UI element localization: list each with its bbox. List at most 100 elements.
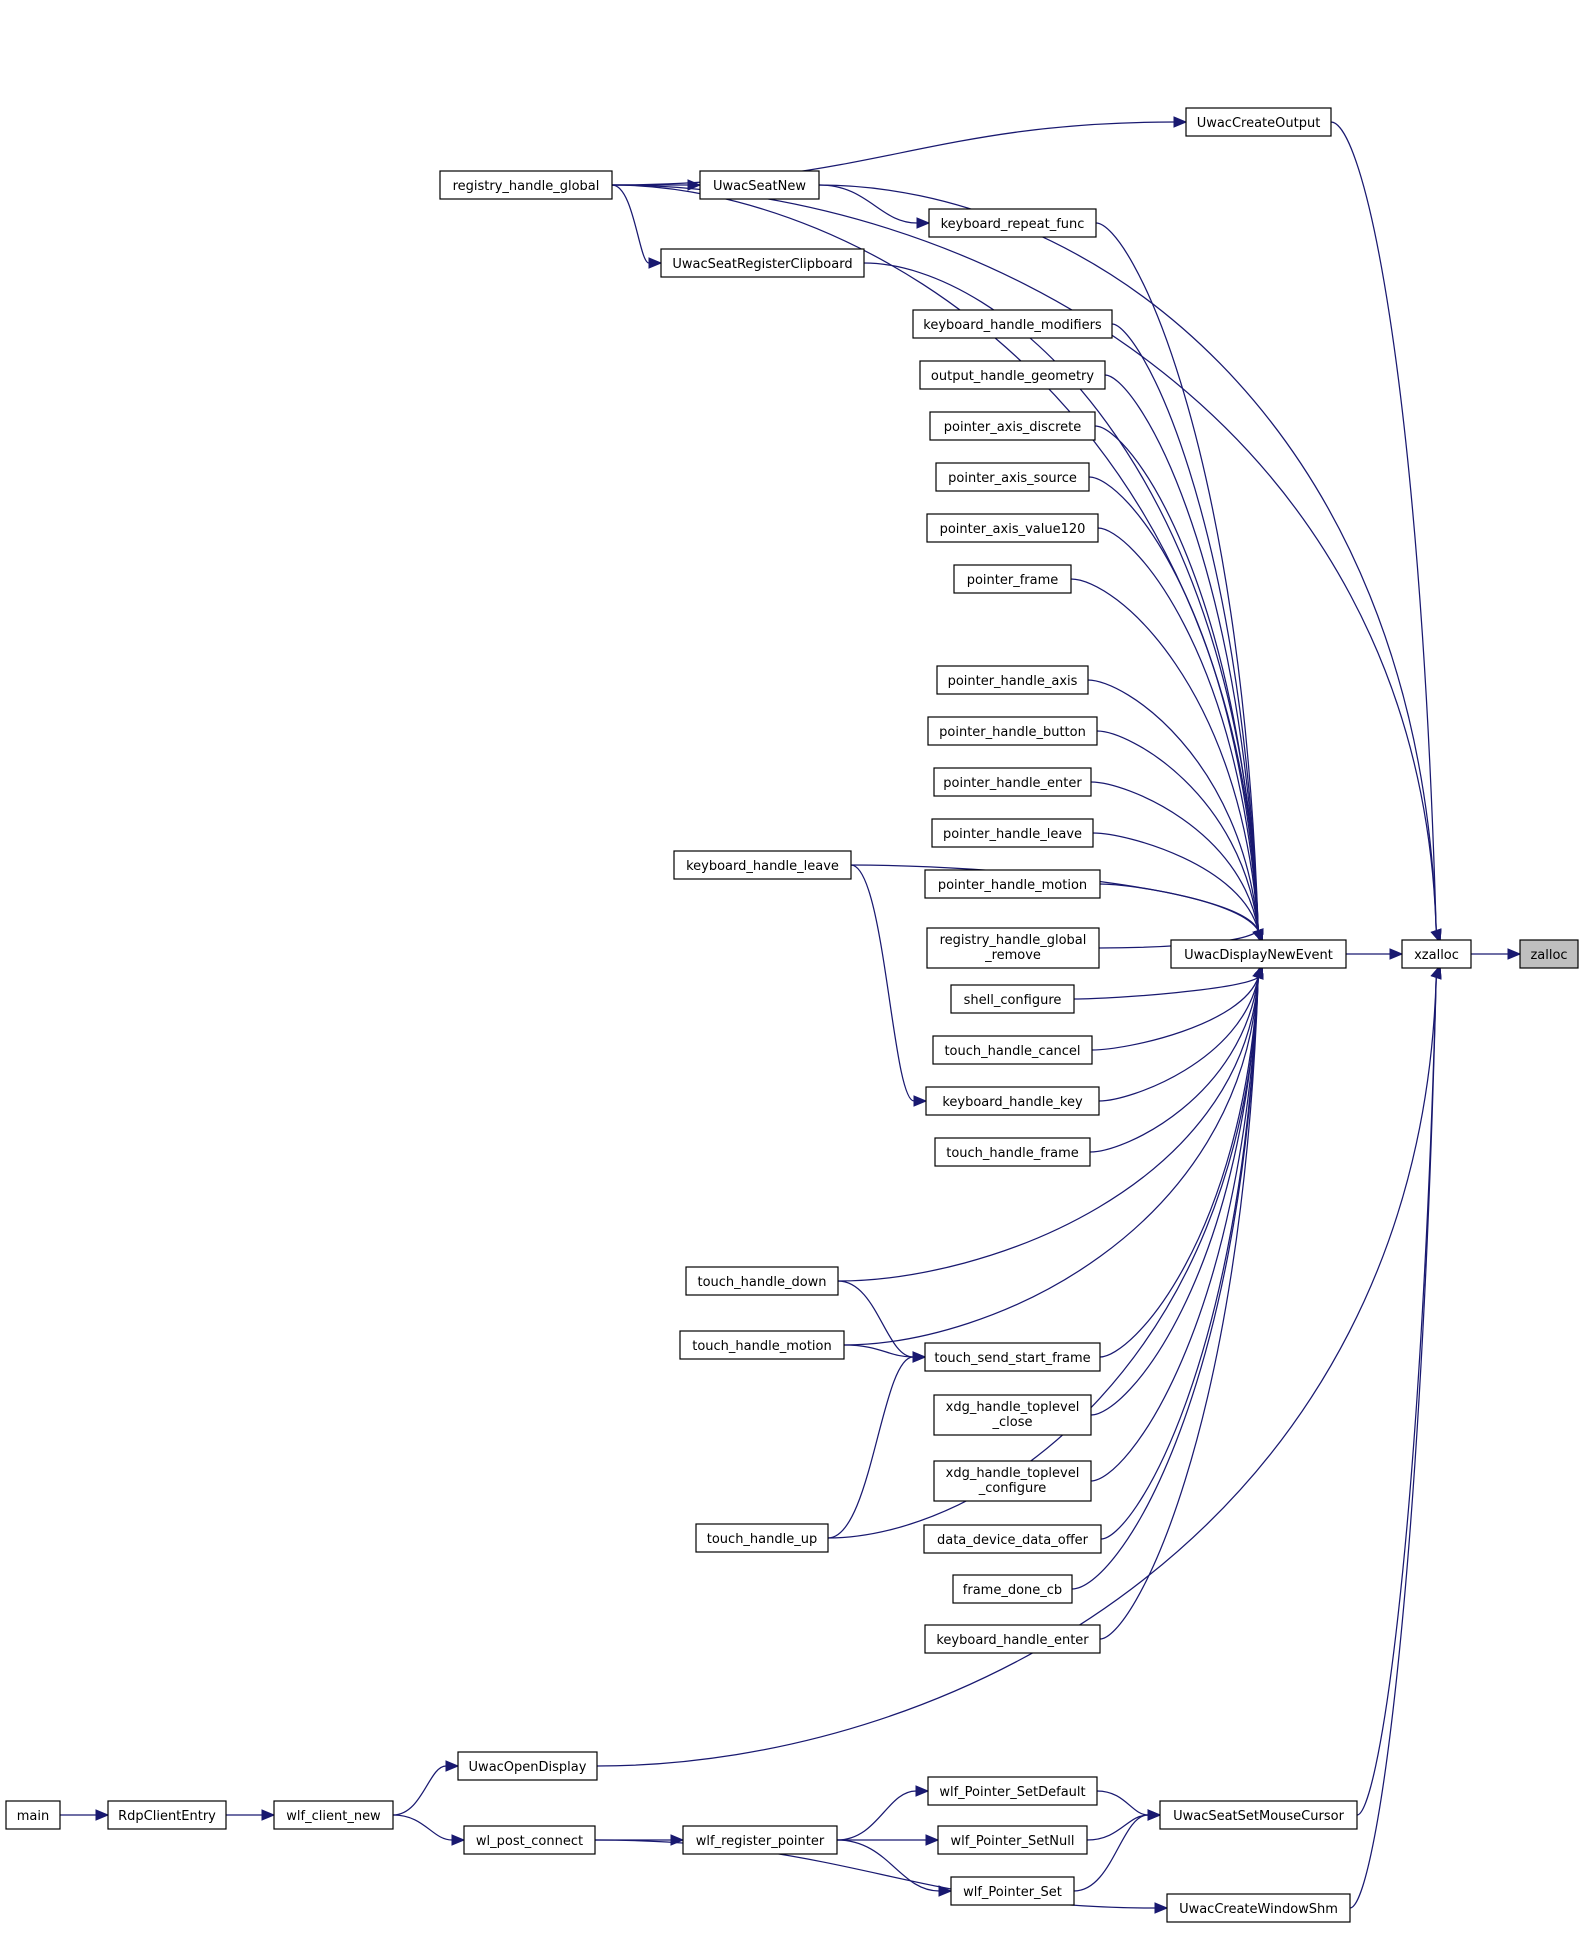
node-box bbox=[952, 1574, 1073, 1604]
function-node-wlf-client-new[interactable]: wlf_client_new bbox=[273, 1800, 394, 1830]
function-node-touch-handle-cancel[interactable]: touch_handle_cancel bbox=[932, 1035, 1093, 1065]
function-node-xzalloc[interactable]: xzalloc bbox=[1401, 939, 1472, 969]
call-edge bbox=[1356, 977, 1437, 1816]
function-node-touch-handle-up[interactable]: touch_handle_up bbox=[695, 1523, 829, 1553]
function-node-touch-handle-down[interactable]: touch_handle_down bbox=[685, 1266, 839, 1296]
node-box bbox=[660, 248, 865, 278]
function-node-wlf-pointer-set[interactable]: wlf_Pointer_Set bbox=[950, 1876, 1075, 1906]
node-box bbox=[924, 1342, 1101, 1372]
function-node-pointer-handle-leave[interactable]: pointer_handle_leave bbox=[931, 818, 1094, 848]
function-node-uwacseatregisterclipboard[interactable]: UwacSeatRegisterClipboard bbox=[660, 248, 865, 278]
node-label: touch_handle_motion bbox=[692, 1339, 832, 1354]
arrowhead bbox=[938, 1885, 953, 1897]
function-node-registry-handle-global[interactable]: registry_handle_global bbox=[439, 170, 613, 200]
call-nodes: zallocxzallocUwacDisplayNewEventUwacCrea… bbox=[5, 107, 1579, 1923]
function-node-pointer-handle-motion[interactable]: pointer_handle_motion bbox=[924, 869, 1101, 899]
function-node-registry-handle-global-remove[interactable]: registry_handle_global_remove bbox=[926, 927, 1100, 969]
function-node-uwacseatnew[interactable]: UwacSeatNew bbox=[699, 170, 820, 200]
node-label: UwacCreateOutput bbox=[1197, 116, 1321, 131]
call-edge bbox=[818, 184, 918, 224]
node-label: data_device_data_offer bbox=[937, 1533, 1089, 1548]
function-node-frame-done-cb[interactable]: frame_done_cb bbox=[952, 1574, 1073, 1604]
node-label: keyboard_repeat_func bbox=[941, 217, 1085, 232]
node-box bbox=[107, 1800, 227, 1830]
function-node-keyboard-handle-leave[interactable]: keyboard_handle_leave bbox=[673, 850, 852, 880]
arrowhead bbox=[1154, 1902, 1169, 1914]
function-node-output-handle-geometry[interactable]: output_handle_geometry bbox=[919, 360, 1106, 390]
arrowhead bbox=[1252, 928, 1264, 944]
call-edge bbox=[611, 121, 1175, 186]
function-node-pointer-handle-enter[interactable]: pointer_handle_enter bbox=[933, 767, 1092, 797]
function-node-touch-send-start-frame[interactable]: touch_send_start_frame bbox=[924, 1342, 1101, 1372]
function-node-xdg-handle-toplevel-close[interactable]: xdg_handle_toplevel_close bbox=[933, 1394, 1092, 1436]
call-edge bbox=[1073, 976, 1259, 1000]
node-box bbox=[936, 665, 1089, 695]
call-edge bbox=[1097, 527, 1259, 931]
call-edge bbox=[837, 977, 1259, 1282]
node-box bbox=[953, 564, 1072, 594]
function-node-xdg-handle-toplevel-configure[interactable]: xdg_handle_toplevel_configure bbox=[933, 1460, 1092, 1502]
function-node-keyboard-handle-modifiers[interactable]: keyboard_handle_modifiers bbox=[912, 309, 1113, 339]
function-node-uwacdisplaynewevent[interactable]: UwacDisplayNewEvent bbox=[1170, 939, 1347, 969]
node-label: xzalloc bbox=[1414, 948, 1459, 963]
call-edge bbox=[837, 1280, 914, 1358]
node-label: _close bbox=[992, 1415, 1033, 1430]
function-node-pointer-frame[interactable]: pointer_frame bbox=[953, 564, 1072, 594]
node-box bbox=[950, 984, 1075, 1014]
arrowhead bbox=[95, 1809, 110, 1821]
call-edge bbox=[1070, 578, 1259, 931]
function-node-wl-post-connect[interactable]: wl_post_connect bbox=[463, 1825, 596, 1855]
node-label: wl_post_connect bbox=[476, 1834, 583, 1849]
node-label: touch_handle_down bbox=[697, 1275, 826, 1290]
function-node-pointer-axis-source[interactable]: pointer_axis_source bbox=[935, 462, 1090, 492]
call-edge bbox=[1104, 374, 1259, 931]
function-node-uwaccreatewindowshm[interactable]: UwacCreateWindowShm bbox=[1166, 1893, 1351, 1923]
arrowhead bbox=[913, 1095, 928, 1107]
call-edge bbox=[1092, 832, 1259, 931]
node-label: wlf_client_new bbox=[286, 1809, 381, 1824]
call-edge bbox=[1096, 1790, 1149, 1816]
function-node-pointer-axis-value120[interactable]: pointer_axis_value120 bbox=[926, 513, 1099, 543]
function-node-uwacopendisplay[interactable]: UwacOpenDisplay bbox=[457, 1751, 598, 1781]
call-edge bbox=[836, 1790, 917, 1841]
function-node-main[interactable]: main bbox=[5, 1800, 61, 1830]
call-edge bbox=[863, 262, 1259, 931]
node-box bbox=[927, 716, 1098, 746]
node-label: _remove bbox=[984, 948, 1041, 963]
node-label: main bbox=[17, 1809, 49, 1824]
node-box bbox=[1166, 1893, 1351, 1923]
function-node-wlf-register-pointer[interactable]: wlf_register_pointer bbox=[682, 1825, 838, 1855]
function-node-shell-configure[interactable]: shell_configure bbox=[950, 984, 1075, 1014]
node-box bbox=[933, 1394, 1092, 1436]
function-node-keyboard-repeat-func[interactable]: keyboard_repeat_func bbox=[928, 208, 1097, 238]
function-node-wlf-pointer-setnull[interactable]: wlf_Pointer_SetNull bbox=[937, 1825, 1088, 1855]
function-node-pointer-handle-axis[interactable]: pointer_handle_axis bbox=[936, 665, 1089, 695]
node-label: touch_handle_cancel bbox=[944, 1044, 1080, 1059]
function-node-keyboard-handle-enter[interactable]: keyboard_handle_enter bbox=[924, 1624, 1101, 1654]
node-box bbox=[927, 1776, 1098, 1806]
call-edge bbox=[836, 1839, 940, 1892]
node-label: pointer_handle_button bbox=[939, 725, 1086, 740]
function-node-touch-handle-motion[interactable]: touch_handle_motion bbox=[679, 1330, 845, 1360]
call-edge bbox=[392, 1765, 447, 1816]
function-node-uwacseatsetmousecursor[interactable]: UwacSeatSetMouseCursor bbox=[1159, 1800, 1358, 1830]
function-node-uwaccreateoutput[interactable]: UwacCreateOutput bbox=[1185, 107, 1332, 137]
node-box bbox=[926, 927, 1100, 969]
function-node-rdpcliententry[interactable]: RdpClientEntry bbox=[107, 1800, 227, 1830]
function-node-touch-handle-frame[interactable]: touch_handle_frame bbox=[934, 1137, 1091, 1167]
node-label: wlf_Pointer_Set bbox=[963, 1885, 1062, 1900]
node-box bbox=[934, 1137, 1091, 1167]
function-node-wlf-pointer-setdefault[interactable]: wlf_Pointer_SetDefault bbox=[927, 1776, 1098, 1806]
call-edge bbox=[827, 1356, 914, 1539]
function-node-data-device-data-offer[interactable]: data_device_data_offer bbox=[923, 1524, 1102, 1554]
node-label: keyboard_handle_key bbox=[942, 1095, 1083, 1110]
node-label: pointer_axis_value120 bbox=[940, 522, 1086, 537]
node-label: xdg_handle_toplevel bbox=[946, 1400, 1080, 1415]
function-node-pointer-axis-discrete[interactable]: pointer_axis_discrete bbox=[929, 411, 1096, 441]
arrowhead bbox=[1507, 948, 1522, 960]
function-node-pointer-handle-button[interactable]: pointer_handle_button bbox=[927, 716, 1098, 746]
function-node-keyboard-handle-key[interactable]: keyboard_handle_key bbox=[925, 1086, 1100, 1116]
node-label: UwacOpenDisplay bbox=[469, 1760, 587, 1775]
call-edge bbox=[1090, 781, 1259, 931]
